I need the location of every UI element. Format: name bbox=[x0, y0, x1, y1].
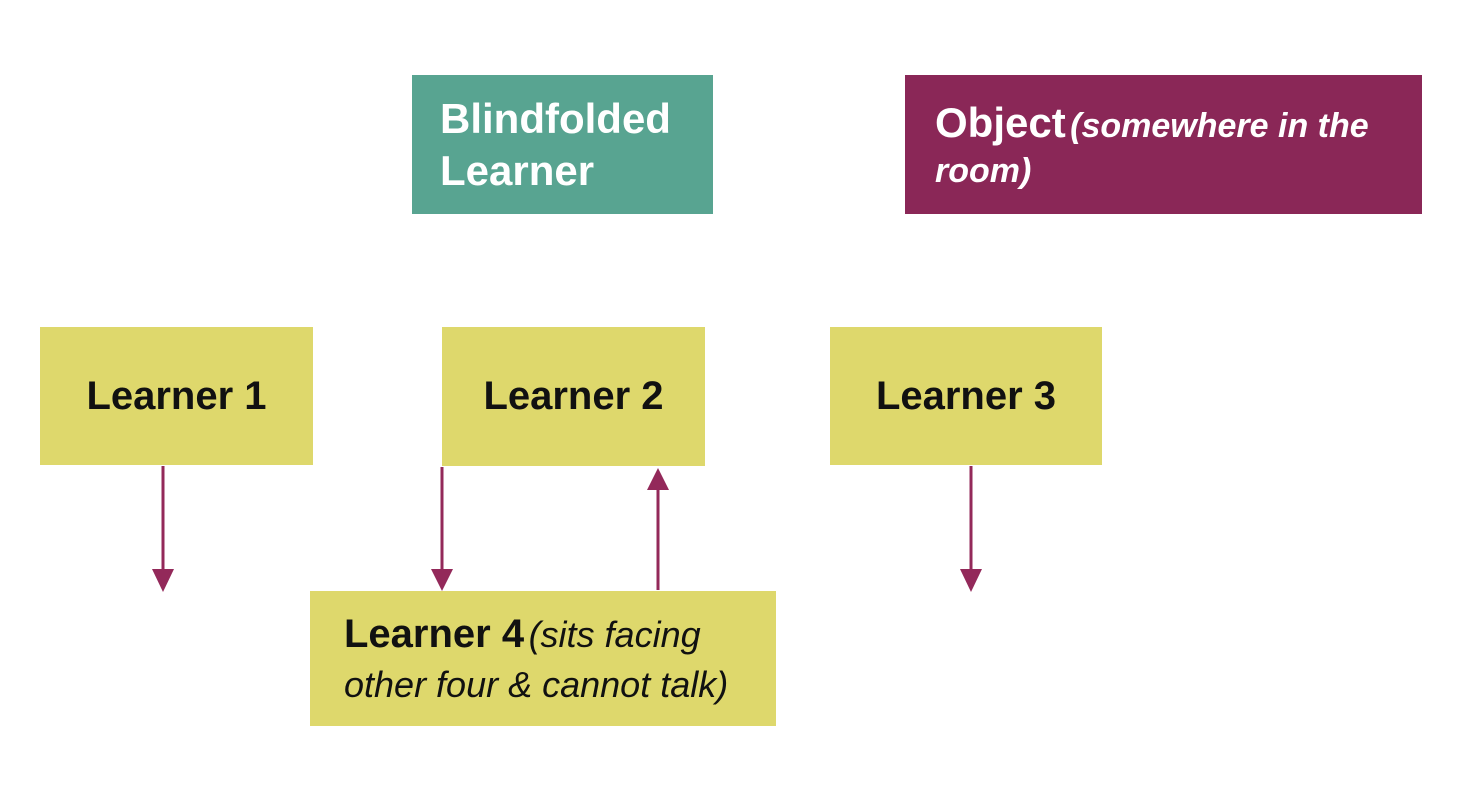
learner2-box: Learner 2 bbox=[442, 327, 705, 466]
object-label-wrap: Object (somewhere in the room) bbox=[935, 96, 1408, 193]
learner1-box: Learner 1 bbox=[40, 327, 313, 465]
learner4-label-wrap: Learner 4 (sits facing other four & cann… bbox=[344, 608, 762, 708]
learner4-label: Learner 4 bbox=[344, 612, 525, 657]
learner3-label: Learner 3 bbox=[875, 373, 1057, 418]
learner1-label: Learner 1 bbox=[86, 373, 267, 418]
blindfolded-learner-box: Blindfolded Learner bbox=[412, 75, 713, 214]
arrow-from-learner1 bbox=[152, 466, 174, 592]
learner3-box: Learner 3 bbox=[830, 327, 1102, 465]
object-label: Object bbox=[935, 98, 1066, 146]
arrow-learner4-to-learner2 bbox=[647, 468, 669, 590]
learner4-note: (sits facing other four & cannot talk) bbox=[344, 614, 729, 706]
arrow-learner2-to-learner4 bbox=[431, 467, 453, 591]
arrow-from-learner3 bbox=[960, 466, 982, 592]
object-box: Object (somewhere in the room) bbox=[905, 75, 1422, 214]
blindfolded-learner-label: Blindfolded Learner bbox=[440, 95, 671, 194]
learner4-box: Learner 4 (sits facing other four & cann… bbox=[310, 591, 776, 726]
learner2-label: Learner 2 bbox=[483, 374, 664, 418]
object-note: (somewhere in the room) bbox=[935, 106, 1369, 190]
